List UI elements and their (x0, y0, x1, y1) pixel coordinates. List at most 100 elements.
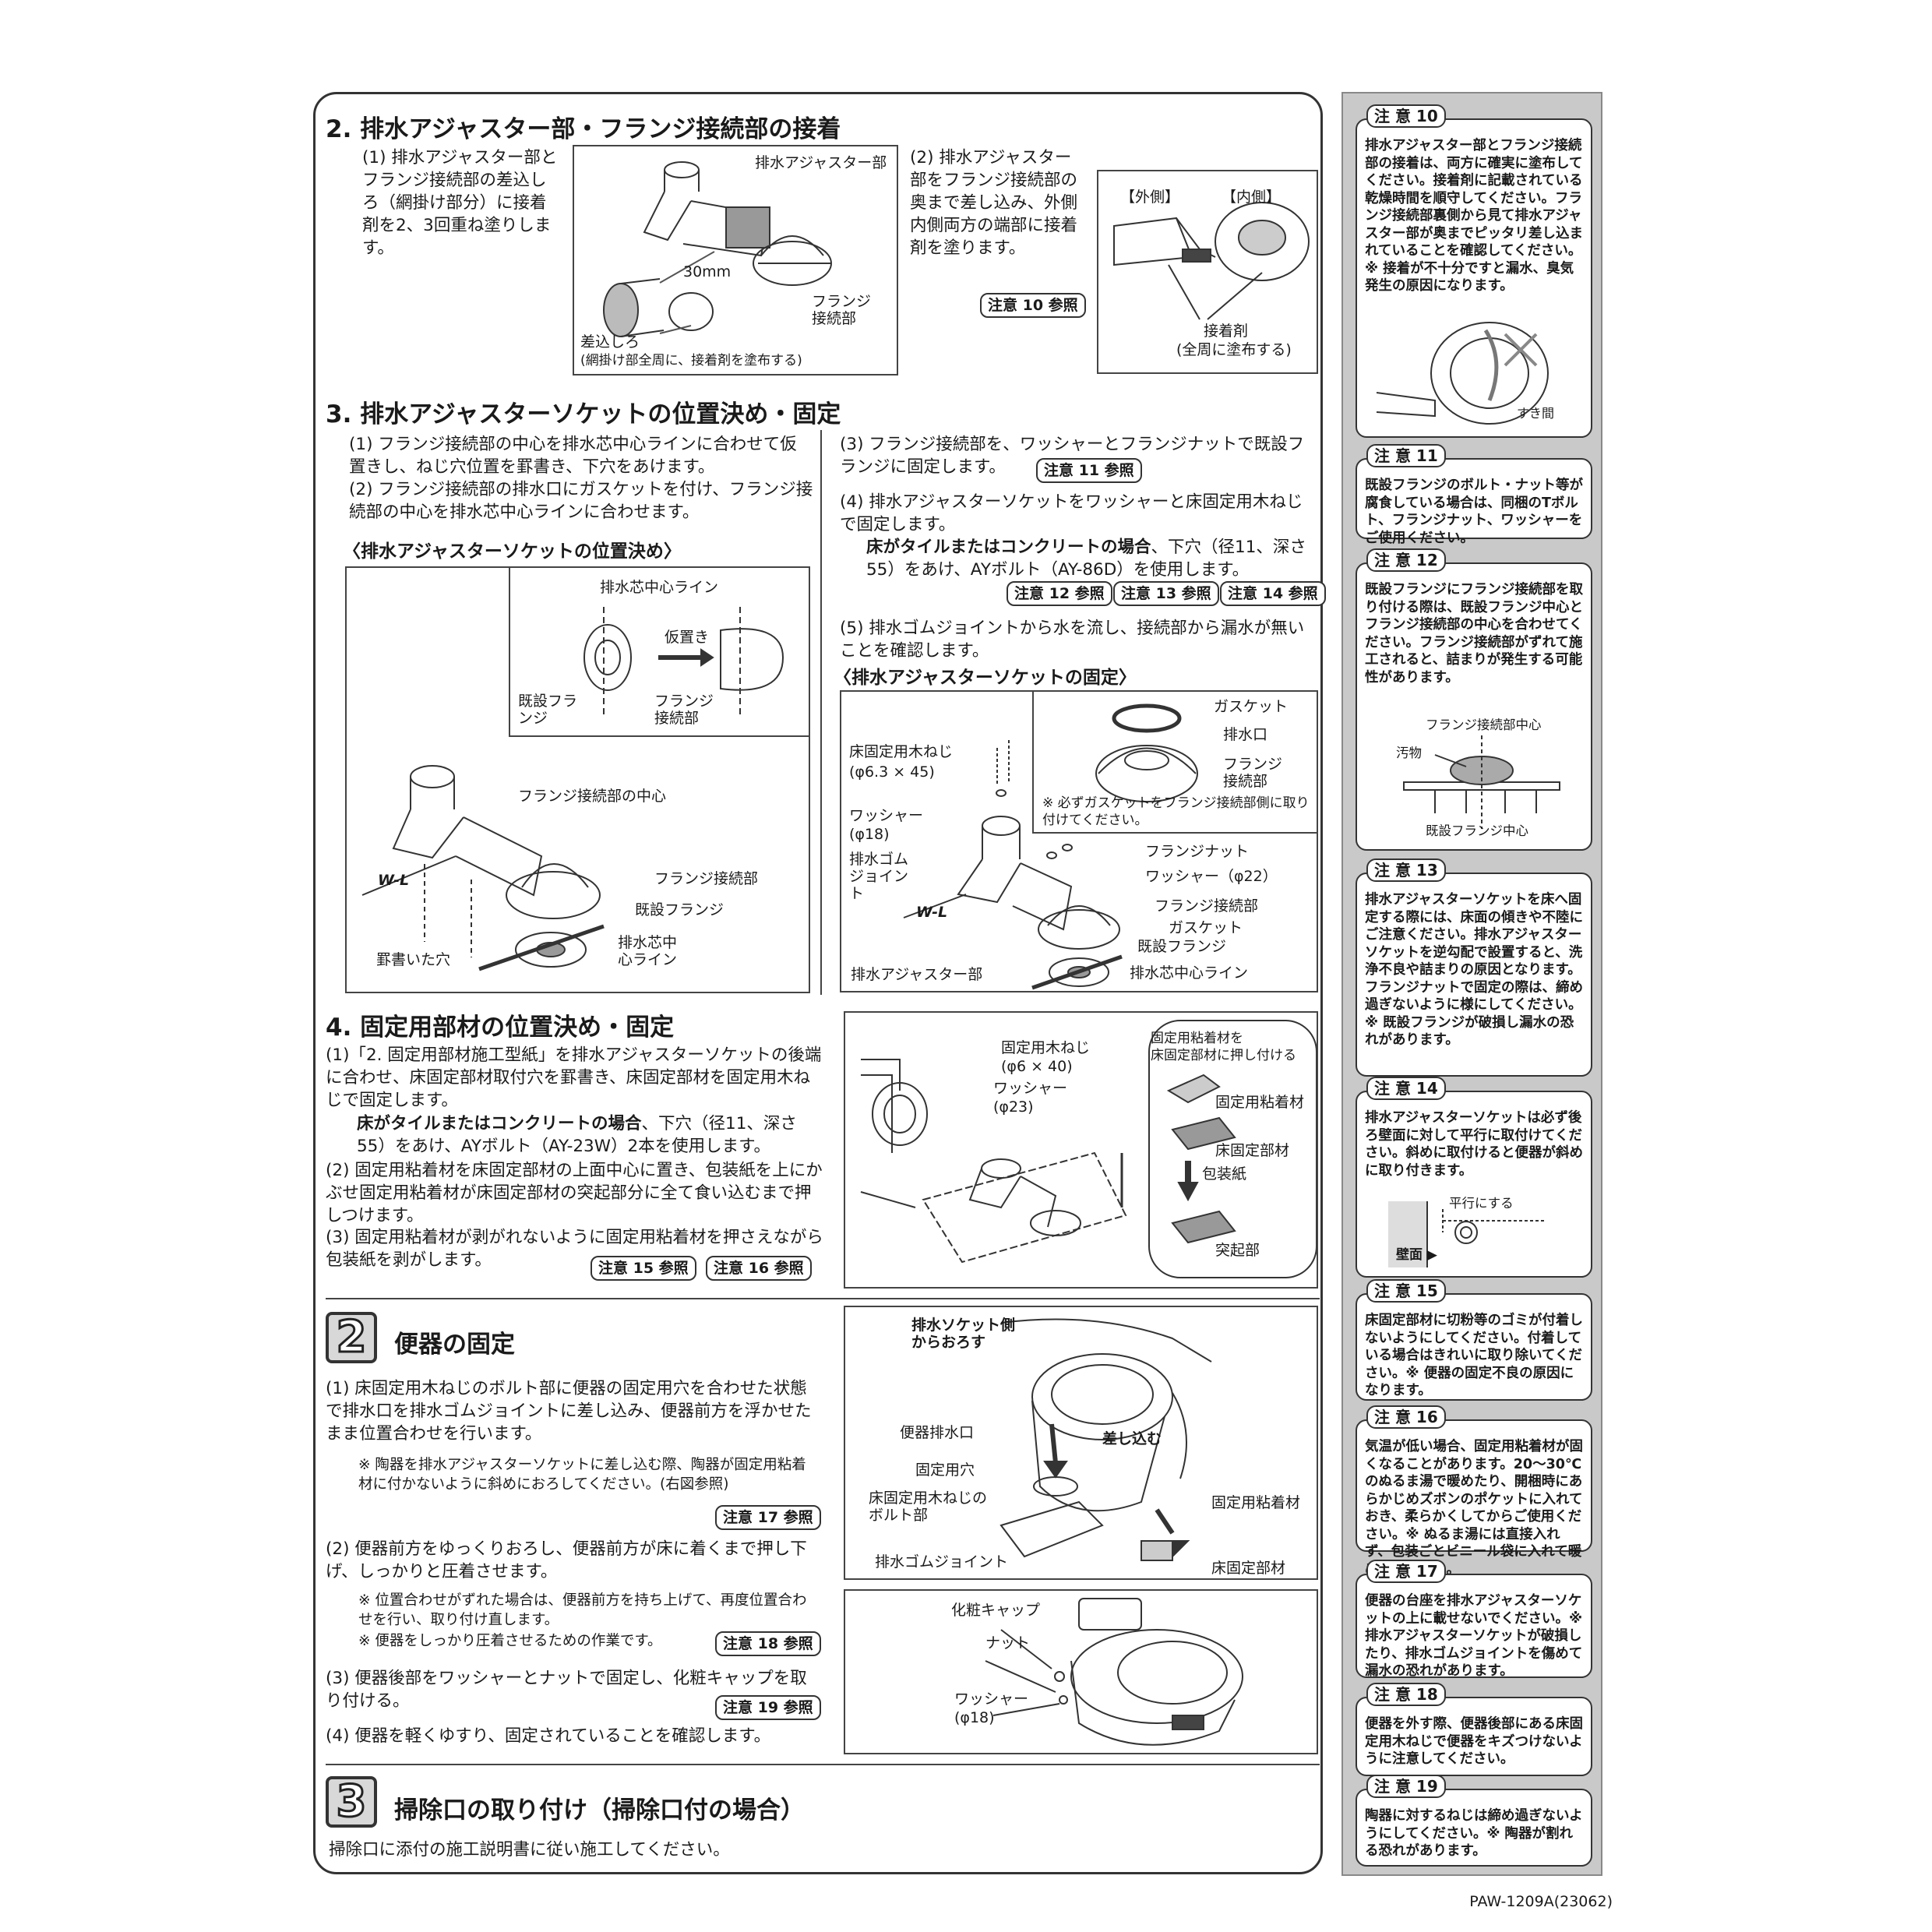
label-floor-screw: 床固定用木ねじ (849, 743, 954, 760)
step2-p2-note1: ※ 位置合わせがずれた場合は、便器前方を持ち上げて、再度位置合わせを行い、取り付… (358, 1592, 807, 1628)
toilet-fixed-illustration (985, 1598, 1243, 1746)
note-17-body: 便器の台座を排水アジャスターソケットの上に載せないでください。※ 排水アジャスタ… (1365, 1593, 1583, 1679)
step2-p3: (3) 便器後部をワッシャーとナットで固定し、化粧キャップを取り付ける。 (326, 1669, 807, 1711)
sec3-subhead-positioning: 〈排水アジャスターソケットの位置決め〉 (343, 541, 682, 562)
label-existing-flange-3: 既設フランジ (1137, 938, 1227, 955)
ref-note-15[interactable]: 注意 15 参照 (591, 1256, 696, 1281)
label-nut: ナット (985, 1634, 1031, 1652)
sec3-step4b-bold: 床がタイルまたはコンクリートの場合 (866, 538, 1151, 557)
label-rubber-joint: 排水ゴムジョイント (849, 851, 909, 902)
ref-note-11[interactable]: 注意 11 参照 (1036, 458, 1142, 483)
positioning-illustration (361, 607, 784, 971)
divider-before-step3 (326, 1764, 1320, 1765)
label-protrusion: 突起部 (1215, 1242, 1260, 1259)
note-16-tag: 注 意 16 (1366, 1405, 1446, 1429)
note-10-body: 排水アジャスター部とフランジ接続部の接着は、両方に確実に塗布してください。接着剤… (1365, 138, 1583, 294)
note-10-gap-illustration (1376, 322, 1549, 425)
label-flange-conn-4: フランジ接続部 (1155, 897, 1259, 915)
label-flange-conn: フランジ接続部 (654, 693, 714, 727)
label-flange-nut: フランジナット (1145, 843, 1250, 860)
note-18: 注 意 18 便器を外す際、便器後部にある床固定用木ねじで便器をキズつけないよう… (1356, 1683, 1592, 1776)
label-drain-center-2: 排水芯中心ライン (1130, 964, 1249, 982)
label-flange-center: フランジ接続部の中心 (518, 788, 667, 805)
sec2-figure2: 【外側】 【内側】 接着剤 (全周に塗布する) (1097, 170, 1318, 374)
sec3-fixing-figure: ガスケット 排水口 フランジ接続部 ※ 必ずガスケットをフランジ接続部側に取り付… (840, 690, 1318, 992)
note-13: 注 意 13 排水アジャスターソケットを床へ固定する際には、床面の傾きや不陸にご… (1356, 858, 1592, 1077)
note-14-body: 排水アジャスターソケットは必ず後ろ壁面に対して平行に取付けてください。斜めに取付… (1365, 1110, 1583, 1179)
sec3-step4: (4) 排水アジャスターソケットをワッシャーと床固定用木ねじで固定します。 (840, 492, 1303, 534)
label-floor-member: 床固定部材 (1215, 1142, 1290, 1159)
step2-p2-note2: ※ 便器をしっかり圧着させるための作業です。 (358, 1633, 662, 1649)
note-14-parallel-label: 平行にする (1449, 1196, 1514, 1211)
ref-note-10[interactable]: 注意 10 参照 (980, 293, 1086, 318)
note-11: 注 意 11 既設フランジのボルト・ナット等が腐食している場合は、同梱のTボルト… (1356, 444, 1592, 546)
label-washer-step2-size: (φ18) (954, 1709, 995, 1726)
sec3-step5: (5) 排水ゴムジョイントから水を流し、接続部から漏水が無いことを確認します。 (840, 619, 1305, 661)
ref-note-13[interactable]: 注意 13 参照 (1113, 581, 1219, 606)
fixing-illustration (903, 703, 1198, 990)
note-12-existing-center-label: 既設フランジ中心 (1426, 823, 1528, 838)
note-10-gap-label: すき間 (1517, 406, 1555, 421)
sec4-step1b-rest: 、下穴（径11、深さ55）をあけ、AYボルト（AY-23W）2本を使用します。 (357, 1114, 797, 1156)
label-existing-flange-2: 既設フランジ (635, 901, 724, 918)
sec3-step3: (3) フランジ接続部を、ワッシャーとフランジナットで既設フランジに固定します。 (840, 435, 1305, 477)
label-washer-18-size: (φ18) (849, 826, 890, 843)
label-adhesive: 固定用粘着材 (1215, 1094, 1305, 1111)
ref-note-16[interactable]: 注意 16 参照 (706, 1256, 812, 1281)
step-3-title: 掃除口の取り付け（掃除口付の場合） (394, 1796, 805, 1824)
note-12: 注 意 12 既設フランジにフランジ接続部を取り付ける際は、既設フランジ中心とフ… (1356, 548, 1592, 851)
sec2-figure1: 排水アジャスター部 30mm フランジ接続部 差込しろ (網掛け部全周に、接着剤… (573, 145, 898, 375)
ref-note-14[interactable]: 注意 14 参照 (1220, 581, 1326, 606)
label-toilet-outlet: 便器排水口 (900, 1424, 975, 1441)
label-sashikomi: 差込しろ (580, 333, 640, 351)
sec3-step1: (1) フランジ接続部の中心を排水芯中心ラインに合わせて仮置きし、ねじ穴位置を罫… (349, 435, 797, 477)
note-19-body: 陶器に対するねじは締め過ぎないようにしてください。※ 陶器が割れる恐れがあります… (1365, 1808, 1583, 1859)
step-2-badge: 2 (326, 1312, 377, 1363)
label-gasket-note: ※ 必ずガスケットをフランジ接続部側に取り付けてください。 (1042, 795, 1310, 828)
note-18-body: 便器を外す際、便器後部にある床固定用木ねじで便器をキズつけないように注意してくだ… (1365, 1716, 1583, 1767)
label-adjuster-2: 排水アジャスター部 (851, 966, 983, 983)
label-inner: 【内側】 (1222, 189, 1282, 206)
gasket-inset (1032, 692, 1318, 834)
ref-note-18[interactable]: 注意 18 参照 (715, 1631, 821, 1656)
label-kari-oki: 仮置き (665, 629, 710, 646)
ref-note-12[interactable]: 注意 12 参照 (1007, 581, 1112, 606)
ref-note-17[interactable]: 注意 17 参照 (715, 1505, 821, 1530)
adjuster-flange-illustration (603, 161, 832, 337)
ref-note-19[interactable]: 注意 19 参照 (715, 1695, 821, 1720)
label-insert: 差し込む (1102, 1430, 1162, 1447)
note-12-body: 既設フランジにフランジ接続部を取り付ける際は、既設フランジ中心とフランジ接続部の… (1365, 582, 1583, 686)
step2-figure1: 排水ソケット側からおろす 便器排水口 固定用穴 床固定用木ねじのボルト部 差し込… (844, 1306, 1318, 1580)
label-center-line: 排水芯中心ライン (600, 579, 719, 596)
label-floor-screw-size: (φ6.3 × 45) (849, 763, 935, 781)
note-10-tag: 注 意 10 (1366, 104, 1446, 128)
label-flange-connection: フランジ接続部 (812, 293, 872, 327)
step-2-title: 便器の固定 (394, 1331, 515, 1359)
label-outlet: 排水口 (1223, 726, 1268, 743)
label-cap: 化粧キャップ (951, 1602, 1041, 1619)
sec3-subhead-fixing: 〈排水アジャスターソケットの固定〉 (834, 668, 1137, 688)
label-washer-22: ワッシャー（φ22） (1145, 868, 1278, 885)
note-11-tag: 注 意 11 (1366, 444, 1446, 467)
note-13-tag: 注 意 13 (1366, 858, 1446, 882)
divider-before-step2 (326, 1298, 1320, 1299)
note-14-tag: 注 意 14 (1366, 1077, 1446, 1100)
note-14-wall-label: 壁面 ▶ (1396, 1247, 1437, 1263)
toilet-lowering-illustration (999, 1318, 1212, 1561)
sec4-figure: 固定用木ねじ (φ6 × 40) ワッシャー (φ23) 固定用粘着材を 床固定… (844, 1011, 1318, 1289)
label-adhesive-2: 固定用粘着材 (1211, 1494, 1301, 1511)
label-marked-hole: 罫書いた穴 (376, 951, 451, 968)
label-gasket-2: ガスケット (1169, 919, 1243, 936)
sec4-step1: (1)「2. 固定用部材施工型紙」を排水アジャスターソケットの後端に合わせ、床固… (326, 1045, 822, 1110)
label-washer-step2: ワッシャー (954, 1690, 1029, 1708)
step2-p4: (4) 便器を軽くゆすり、固定されていることを確認します。 (326, 1726, 771, 1746)
label-press-2: 床固定部材に押し付ける (1151, 1048, 1296, 1063)
label-30mm: 30mm (683, 263, 732, 280)
note-16: 注 意 16 気温が低い場合、固定用粘着材が固くなることがあります。20～30℃… (1356, 1405, 1592, 1578)
sec4-step3: (3) 固定用粘着材が剥がれないように固定用粘着材を押さえながら包装紙を剥がしま… (326, 1228, 823, 1270)
label-glue: 接着剤 (1204, 323, 1249, 340)
sec2-step1: (1) 排水アジャスター部とフランジ接続部の差込しろ（網掛け部分）に接着剤を2、… (362, 148, 558, 258)
label-adjuster: 排水アジャスター部 (755, 154, 887, 171)
step2-p1-note: ※ 陶器を排水アジャスターソケットに差し込む際、陶器が固定用粘着材に付かないよう… (358, 1457, 806, 1493)
note-15-body: 床固定部材に切粉等のゴミが付着しないようにしてください。付着している場合はきれい… (1365, 1313, 1583, 1398)
